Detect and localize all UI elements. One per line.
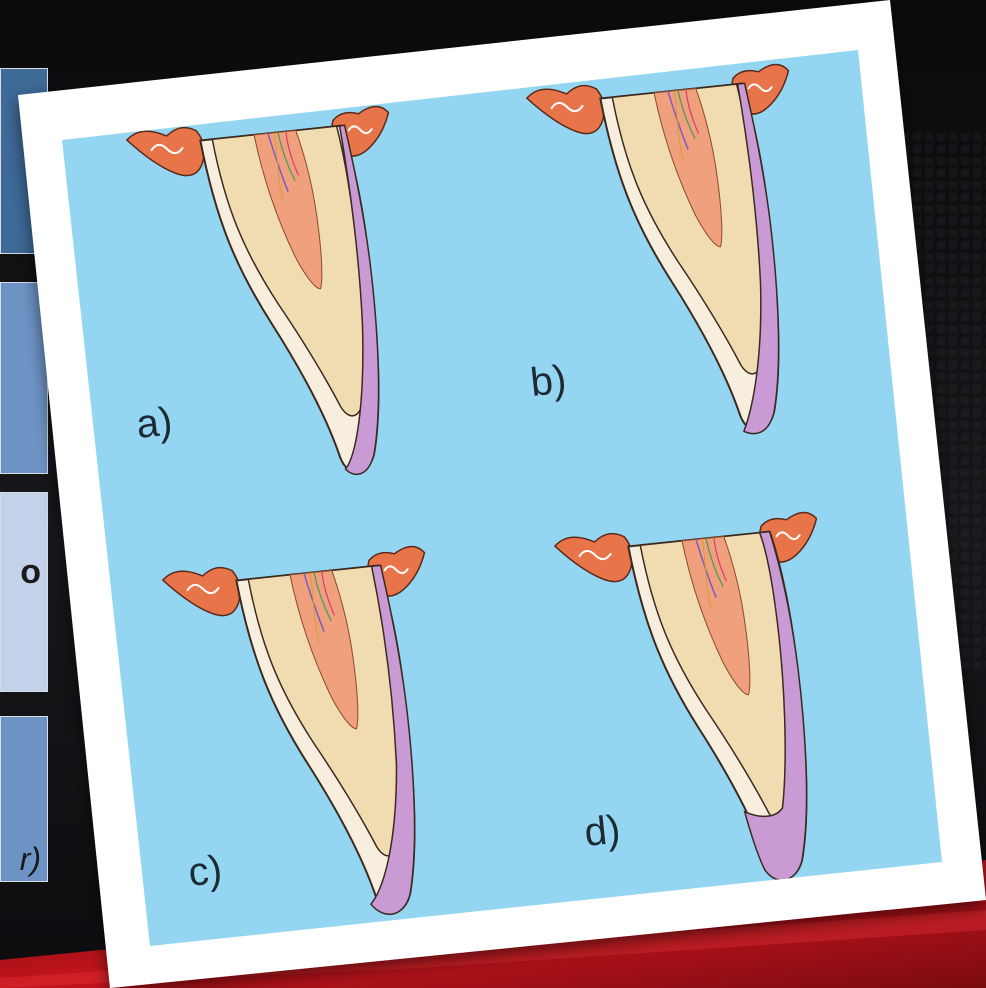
panel-label-c: c)	[186, 848, 224, 895]
panel-label-b: b)	[528, 357, 568, 404]
panel-label-a: a)	[134, 399, 174, 446]
illustration-canvas	[62, 50, 942, 946]
panel-label-d: d)	[582, 807, 622, 854]
